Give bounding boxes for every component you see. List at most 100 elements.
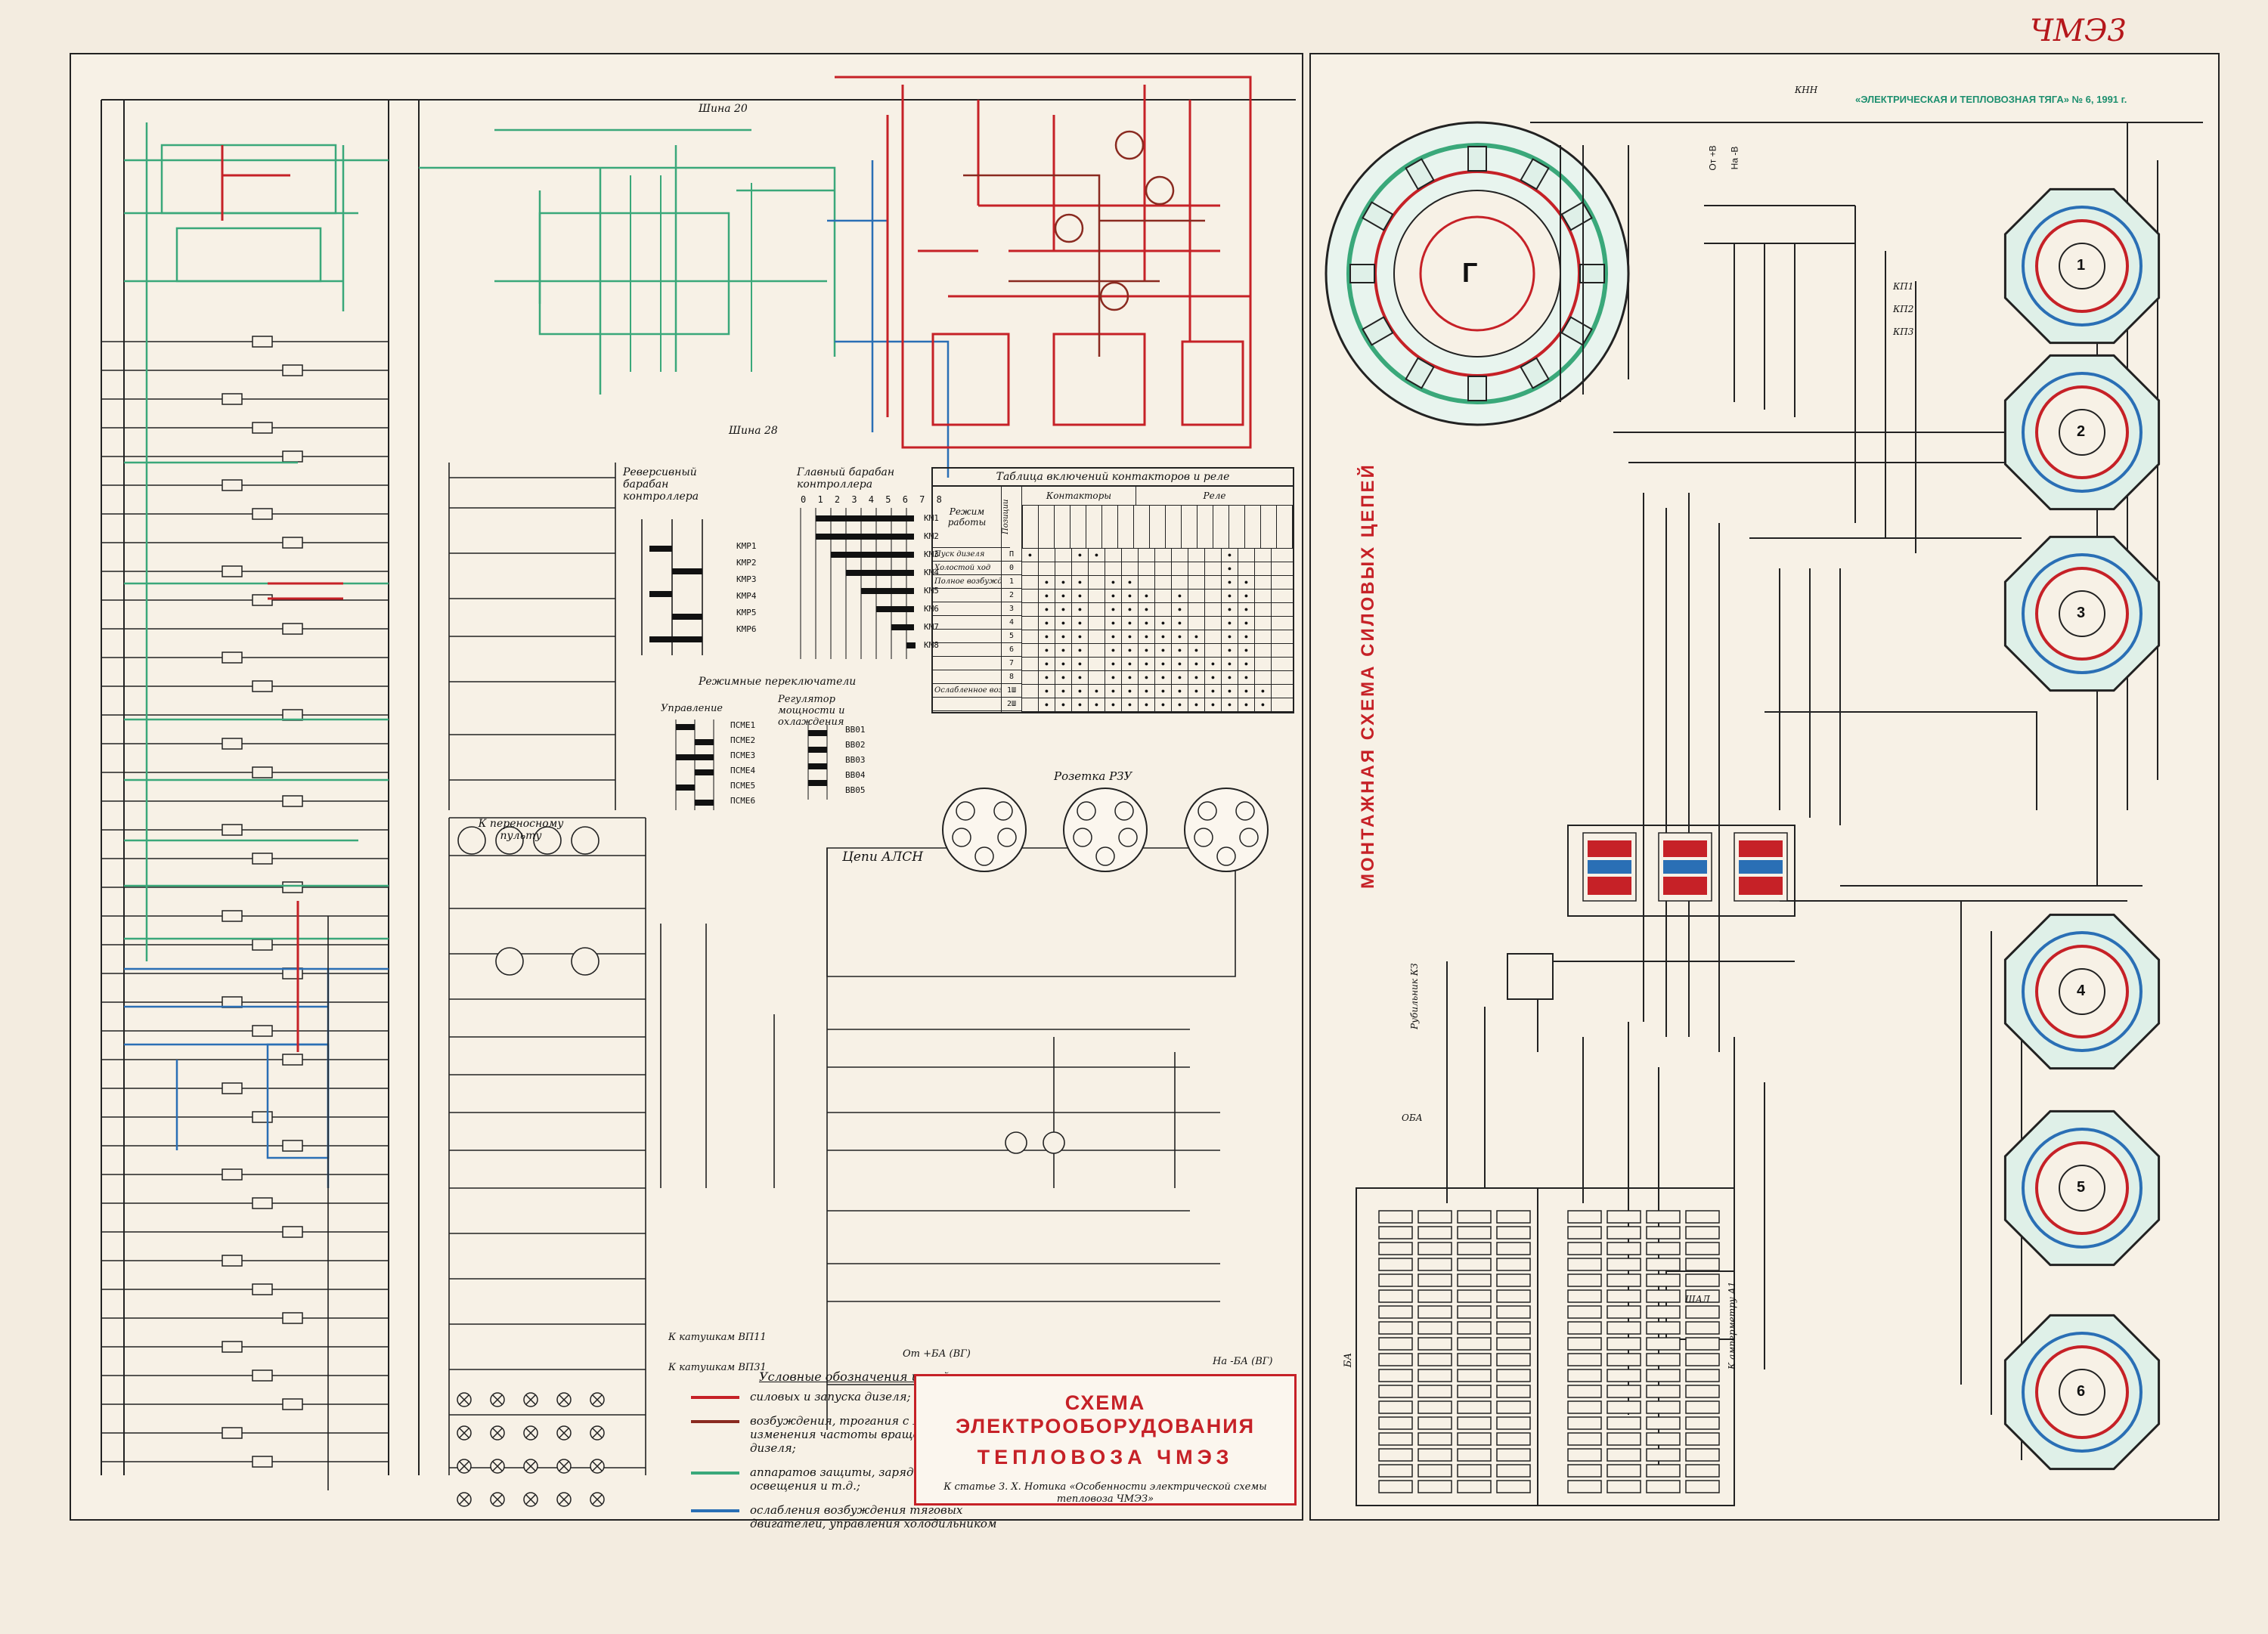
table-cell: ● [1039,658,1055,670]
regulator-row: ВВ05 [845,785,866,795]
table-cell [1172,562,1188,575]
table-cell [1155,576,1172,589]
col-pos-header: Позиции [1002,487,1010,548]
motor-number: 3 [2077,605,2086,621]
table-cell: ● [1172,644,1188,657]
socket-rzu [924,785,1287,875]
table-cell: ● [1205,658,1222,670]
table-cell: ● [1039,590,1055,602]
table-cell: ● [1072,617,1089,630]
table-cell: ● [1039,644,1055,657]
table-cell: ● [1255,685,1272,698]
table-cell: ● [1072,685,1089,698]
table-cell: ● [1105,617,1122,630]
table-cell [1155,603,1172,616]
table-cell: ● [1139,630,1155,643]
table-cell: ● [1022,549,1039,562]
table-cell: ● [1238,576,1255,589]
table-cell: ● [1039,630,1055,643]
table-cell [1255,671,1272,684]
table-cell: ● [1139,698,1155,711]
table-row-marks: ●●●●●●●●●●●●●● [1022,698,1293,712]
table-cell [1155,549,1172,562]
table-cell: ● [1122,658,1139,670]
table-cell: ● [1172,603,1188,616]
table-cell [1188,590,1205,602]
reverse-row: КМР6 [736,624,757,634]
mode-switch-diagram [661,720,729,810]
table-row-mode: Пуск дизеля [933,548,1001,562]
table-row-position: П [1002,548,1021,562]
table-cell [1022,658,1039,670]
table-row-position: 0 [1002,562,1021,575]
table-cell [1188,562,1205,575]
table-cell: ● [1055,590,1072,602]
table-row-marks: ●●●●●●●●● [1022,590,1293,603]
table-cell: ● [1222,698,1238,711]
table-cell [1089,671,1105,684]
table-row-marks: ●●●●●●●●●●● [1022,644,1293,658]
table-cell [1105,549,1122,562]
table-cell: ● [1072,644,1089,657]
motor-number: 4 [2077,983,2086,999]
bus-label-minus: На -В [1729,146,1740,170]
table-cell: ● [1222,644,1238,657]
table-cell [1238,562,1255,575]
table-cell: ● [1105,576,1122,589]
table-cell [1022,644,1039,657]
table-cell: ● [1238,671,1255,684]
regulator-row: ВВ03 [845,755,866,765]
table-cell: ● [1238,644,1255,657]
top-bus-label: Шина 20 [699,103,748,115]
table-row-position: 7 [1002,657,1021,670]
table-cell [1055,549,1072,562]
col-contactors-header: Контакторы [1022,487,1136,505]
table-cell [1139,549,1155,562]
table-cell: ● [1122,603,1139,616]
table-cell: ● [1072,671,1089,684]
table-cell [1022,590,1039,602]
table-cell [1022,603,1039,616]
table-cell: ● [1122,685,1139,698]
table-cell: ● [1055,685,1072,698]
shunt-label: ШАЛ [1685,1294,1710,1304]
legend-swatch [691,1420,739,1423]
power-wiring-diagram [1325,121,2203,1506]
table-cell: ● [1055,644,1072,657]
motor-number: 6 [2077,1383,2086,1400]
legend-text: силовых и запуска дизеля; [750,1390,911,1403]
table-cell: ● [1172,685,1188,698]
table-cell: ● [1172,590,1188,602]
table-row-position: 5 [1002,630,1021,643]
reverse-row: КМР3 [736,574,757,584]
mode-control-row: ПСМЕ4 [730,766,756,775]
table-row-position: 2Ш [1002,698,1021,711]
bus-label-plus: От +В [1707,145,1718,171]
legend-title: Условные обозначения цепей: [759,1369,954,1384]
table-cell [1205,562,1222,575]
motor-number: 2 [2077,423,2086,440]
reverse-row: КМР5 [736,608,757,617]
legend-item: силовых и запуска дизеля; [691,1390,1007,1403]
table-row-mode [933,630,1001,643]
portable-panel-label: К переносному пульту [478,818,564,842]
contactor-table: Таблица включений контакторов и реле Реж… [931,467,1294,713]
table-cell [1022,698,1039,711]
table-cell: ● [1205,698,1222,711]
table-cell: ● [1039,576,1055,589]
table-row-position: 1 [1002,575,1021,589]
contactor-table-title: Таблица включений контакторов и реле [931,467,1294,485]
table-row-mode: Полное возбуждение [933,575,1001,589]
reverse-row: КМР4 [736,591,757,601]
table-cell: ● [1105,685,1122,698]
table-cell: ● [1172,671,1188,684]
table-cell: ● [1222,549,1238,562]
table-row-mode [933,589,1001,602]
mode-control-label: Управление [661,703,723,714]
ammeter-label: К амперметру А1 [1727,1281,1737,1369]
table-cell [1039,549,1055,562]
table-cell [1205,617,1222,630]
table-cell [1022,685,1039,698]
table-row-mode [933,616,1001,630]
right-power-sheet: «ЭЛЕКТРИЧЕСКАЯ И ТЕПЛОВОЗНАЯ ТЯГА» № 6, … [1309,53,2220,1521]
